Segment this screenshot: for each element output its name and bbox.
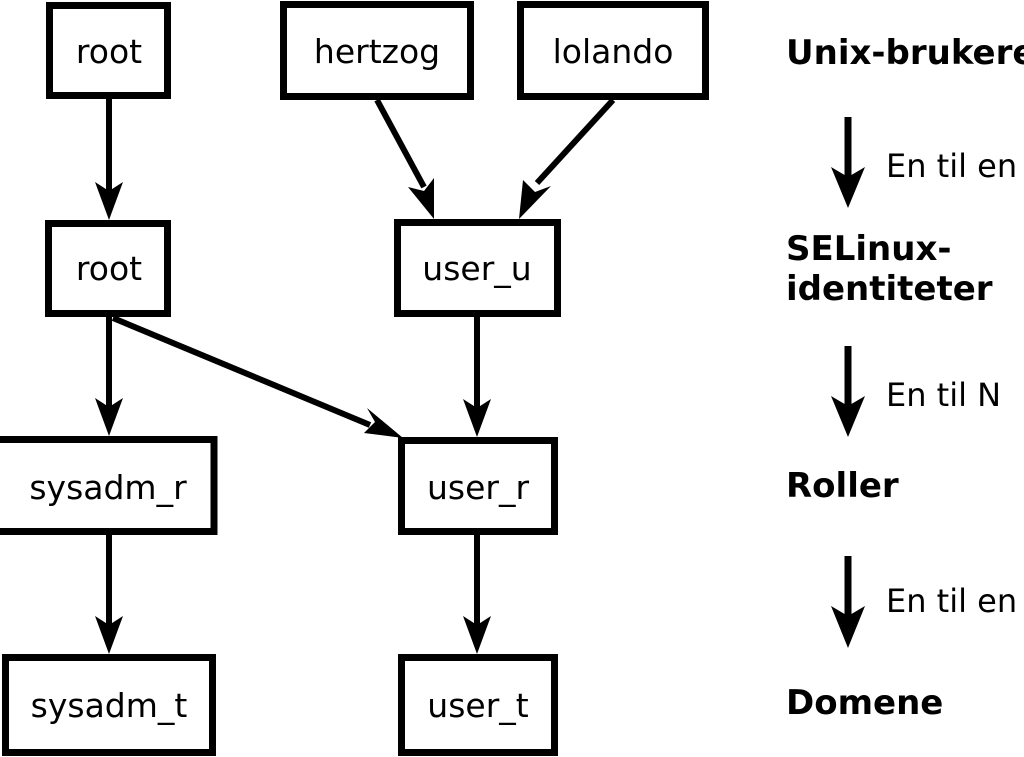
- arrow-head-icon: [95, 182, 123, 220]
- node-label: root: [76, 249, 142, 288]
- edge-unixroot-selroot: [95, 99, 123, 220]
- arrow-head-icon: [408, 178, 434, 219]
- node-unix-lolando[interactable]: lolando: [517, 1, 709, 100]
- edge-selroot-sysadmr: [95, 317, 123, 436]
- legend-relation-one-to-n: En til N: [831, 346, 1001, 437]
- edge-useru-userr: [463, 317, 491, 437]
- node-box: [398, 437, 558, 535]
- node-box: [46, 2, 171, 99]
- arrow-head-icon: [364, 408, 403, 438]
- legend-tier-unix-users: Unix-brukere: [786, 33, 1024, 73]
- node-domain-sysadm-t[interactable]: sysadm_t: [2, 654, 216, 756]
- node-role-user-r[interactable]: user_r: [398, 437, 558, 535]
- arrow-head-icon: [463, 616, 491, 654]
- arrow-head-icon: [831, 396, 865, 437]
- node-box: [2, 654, 216, 756]
- node-label: user_r: [427, 468, 529, 507]
- node-selinux-root[interactable]: root: [45, 220, 171, 317]
- edge-hertzog-useru: [374, 98, 434, 219]
- arrow-head-icon: [95, 398, 123, 436]
- node-selinux-user-u[interactable]: user_u: [394, 219, 561, 317]
- edge-sysadmr-sysadmt: [95, 535, 123, 654]
- arrow-head-icon: [831, 606, 865, 648]
- edge-userr-usert: [463, 535, 491, 654]
- node-box: [0, 436, 218, 535]
- edge-line: [534, 97, 616, 186]
- legend-relation-one-to-one-a: En til en: [831, 117, 1017, 208]
- legend-tier-selinux-identities-line1: SELinux-: [786, 229, 951, 269]
- node-layer: root hertzog lolando root user_u sysadm_: [0, 1, 709, 756]
- node-role-sysadm-r[interactable]: sysadm_r: [0, 436, 218, 535]
- arrow-head-icon: [463, 399, 491, 437]
- legend-tier-selinux-identities-line2: identiteter: [786, 269, 993, 309]
- arrow-head-icon: [519, 180, 551, 219]
- node-box: [394, 219, 561, 317]
- node-box: [45, 220, 171, 317]
- node-label: sysadm_t: [31, 686, 188, 725]
- node-label: hertzog: [314, 32, 440, 71]
- edge-line: [111, 315, 372, 428]
- node-box: [398, 654, 558, 756]
- legend-tier-roles: Roller: [786, 466, 899, 506]
- node-domain-user-t[interactable]: user_t: [398, 654, 558, 756]
- node-box: [280, 1, 474, 100]
- legend-column: Unix-brukere En til en SELinux- identite…: [786, 33, 1024, 723]
- edge-lolando-useru: [519, 97, 616, 219]
- edge-line: [374, 98, 427, 189]
- node-label: sysadm_r: [29, 468, 187, 507]
- legend-relation-label: En til N: [886, 376, 1001, 414]
- arrow-head-icon: [831, 167, 865, 208]
- node-label: user_t: [427, 686, 528, 725]
- edge-layer: [95, 97, 616, 654]
- node-unix-hertzog[interactable]: hertzog: [280, 1, 474, 100]
- node-unix-root[interactable]: root: [46, 2, 171, 99]
- node-label: lolando: [553, 32, 674, 71]
- legend-relation-one-to-one-b: En til en: [831, 556, 1017, 648]
- node-box: [517, 1, 709, 100]
- legend-tier-domains: Domene: [786, 683, 943, 723]
- legend-relation-label: En til en: [886, 582, 1017, 620]
- arrow-head-icon: [95, 616, 123, 654]
- node-label: root: [76, 32, 142, 71]
- legend-relation-label: En til en: [886, 147, 1017, 185]
- edge-selroot-userr: [111, 315, 403, 438]
- node-label: user_u: [422, 249, 531, 288]
